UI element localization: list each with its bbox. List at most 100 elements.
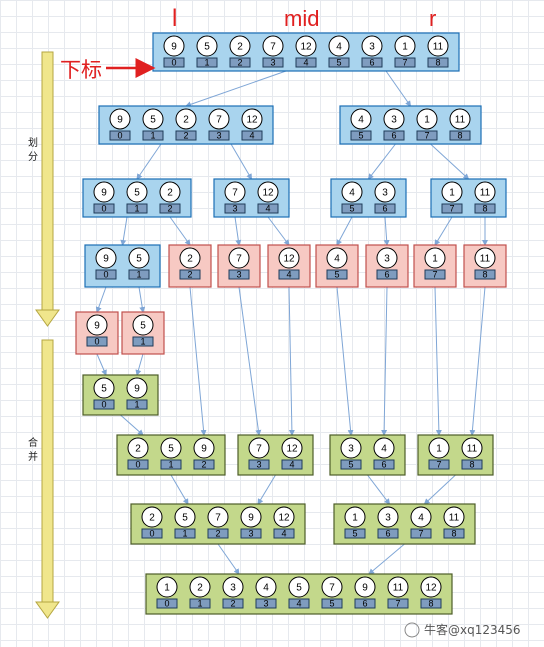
element-value: 12 [425,583,437,594]
element-index: 6 [362,599,367,609]
index-cell [295,57,317,68]
element-value: 7 [236,254,242,265]
index-cell [248,459,270,470]
index-cell [321,598,343,609]
element-index: 2 [187,270,192,280]
element-value: 9 [171,42,177,53]
array-group: 73 [217,244,261,288]
array-group: 51 [121,311,165,355]
flow-arrow [336,286,354,436]
element-value: 5 [136,254,142,265]
element-value: 1 [449,188,455,199]
flow-arrow [434,286,442,436]
flow-arrow [96,353,107,376]
index-cell [374,203,396,214]
value-circle [420,576,442,598]
element-index: 5 [329,599,334,609]
index-cell [196,57,218,68]
index-cell [240,528,262,539]
index-cell [222,598,244,609]
element-value: 12 [300,42,312,53]
index-cell [127,459,149,470]
value-circle [424,247,446,269]
element-index: 8 [428,599,433,609]
element-index: 1 [150,131,155,141]
flow-arrow [217,543,240,575]
value-circle [248,437,270,459]
element-value: 11 [480,188,491,199]
element-index: 0 [149,529,154,539]
value-circle [93,181,115,203]
element-index: 4 [249,131,254,141]
value-circle [93,377,115,399]
flow-arrow [267,216,290,246]
value-circle [387,576,409,598]
flow-arrow [434,216,453,246]
index-cell [326,269,348,280]
flow-arrow [136,143,162,180]
index-cell [255,598,277,609]
element-value: 4 [263,583,269,594]
value-circle [321,576,343,598]
element-index: 3 [270,58,275,68]
value-circle [295,35,317,57]
element-value: 1 [402,42,408,53]
element-value: 11 [455,115,466,126]
value-circle [354,576,376,598]
element-value: 11 [433,42,444,53]
index-cell [288,598,310,609]
element-index: 8 [451,529,456,539]
element-value: 9 [103,254,109,265]
element-value: 11 [467,444,478,455]
index-cell [224,203,246,214]
watermark-text: 牛客@xq123456 [424,622,521,637]
index-cell [449,130,471,141]
index-cell [262,57,284,68]
label-index: 下标 [60,59,102,82]
index-cell [208,130,230,141]
value-circle [193,437,215,459]
element-value: 7 [329,583,335,594]
watermark: 牛客@xq123456 [404,622,521,638]
index-cell [241,130,263,141]
element-index: 6 [382,204,387,214]
element-index: 5 [358,131,363,141]
index-cell [416,130,438,141]
merge-stage-arrow [35,339,60,619]
index-cell [376,269,398,280]
value-circle [160,437,182,459]
value-circle [241,108,263,130]
value-circle [95,247,117,269]
value-circle [109,108,131,130]
value-circle [416,108,438,130]
element-index: 6 [369,58,374,68]
merge-label-char-2: 并 [28,450,38,463]
value-circle [208,108,230,130]
split-stage-arrow [35,51,60,327]
index-cell [93,399,115,410]
value-circle [126,181,148,203]
index-cell [160,459,182,470]
flow-arrow [138,286,146,313]
value-circle [86,314,108,336]
value-circle [127,437,149,459]
value-circle [474,247,496,269]
flow-arrow [367,474,391,505]
index-cell [179,269,201,280]
element-index: 7 [395,599,400,609]
element-value: 3 [391,115,397,126]
element-index: 2 [237,58,242,68]
index-cell [142,130,164,141]
element-index: 8 [482,270,487,280]
value-circle [159,181,181,203]
index-cell [428,459,450,470]
element-value: 5 [296,583,302,594]
value-circle [361,35,383,57]
element-index: 0 [101,204,106,214]
index-cell [126,399,148,410]
index-cell [109,130,131,141]
flow-arrow [234,216,242,246]
